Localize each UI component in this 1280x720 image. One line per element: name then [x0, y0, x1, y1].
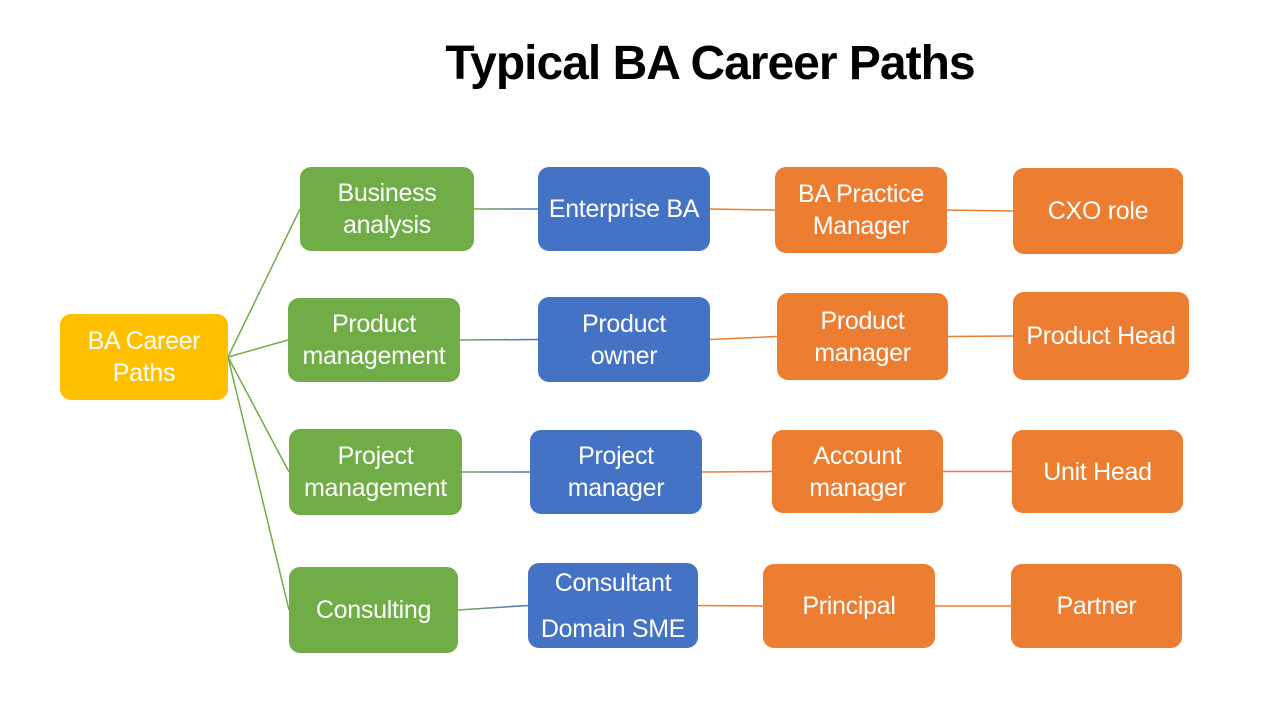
- node-consulting: Consulting: [289, 567, 458, 653]
- node-consultant-domain-sme: Consultant Domain SME: [528, 563, 698, 648]
- node-product-management: Product management: [288, 298, 460, 382]
- node-ba-career-paths: BA Career Paths: [60, 314, 228, 400]
- node-business-analysis: Business analysis: [300, 167, 474, 251]
- node-project-manager: Project manager: [530, 430, 702, 514]
- node-enterprise-ba: Enterprise BA: [538, 167, 710, 251]
- node-project-management: Project management: [289, 429, 462, 515]
- node-ba-practice-manager: BA Practice Manager: [775, 167, 947, 253]
- page-title: Typical BA Career Paths: [445, 37, 975, 90]
- node-partner: Partner: [1011, 564, 1182, 648]
- node-principal: Principal: [763, 564, 935, 648]
- node-account-manager: Account manager: [772, 430, 943, 513]
- node-cxo-role: CXO role: [1013, 168, 1183, 254]
- node-product-manager: Product manager: [777, 293, 948, 380]
- node-product-head: Product Head: [1013, 292, 1189, 380]
- node-product-owner: Product owner: [538, 297, 710, 382]
- node-unit-head: Unit Head: [1012, 430, 1183, 513]
